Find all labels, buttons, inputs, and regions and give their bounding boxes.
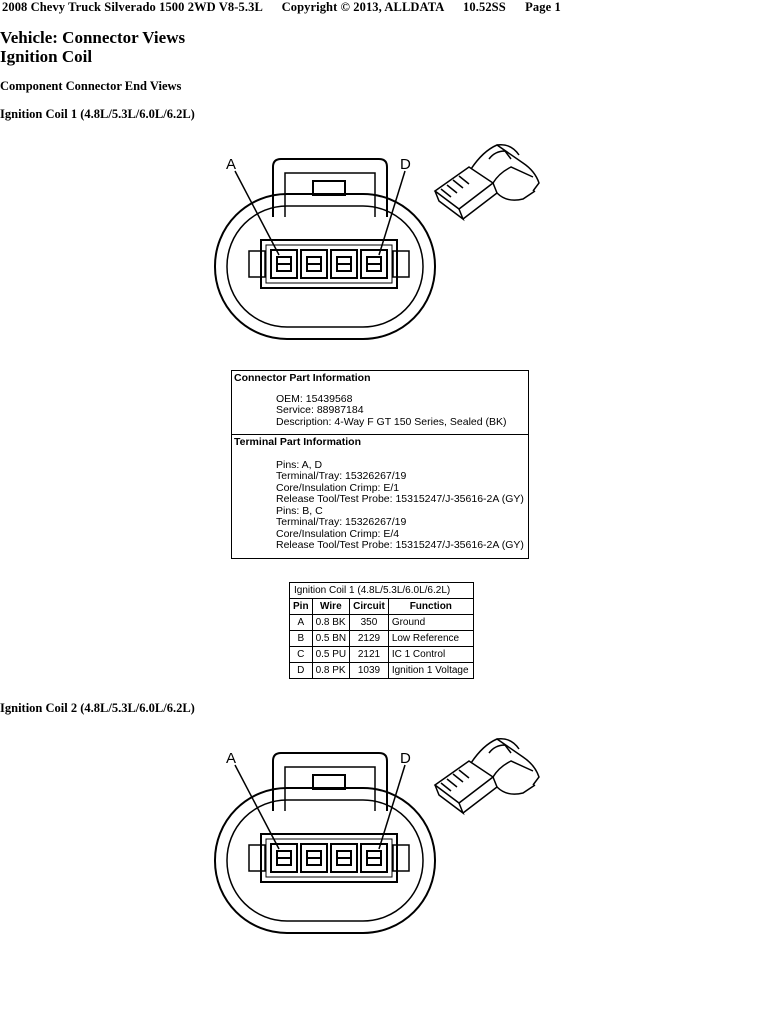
connector-oem: OEM: 15439568: [276, 392, 353, 405]
terminal-part-info: Terminal Part Information Pins: A, D Ter…: [232, 435, 528, 552]
wire-cell: 0.5 PU: [311, 646, 351, 663]
page-header: 2008 Chevy Truck Silverado 1500 2WD V8-5…: [2, 0, 561, 15]
title-vehicle-connector-views: Vehicle: Connector Views: [0, 28, 186, 47]
column-header-pin: Pin: [289, 598, 313, 615]
terminal-line: Terminal/Tray: 15326267/19: [276, 516, 407, 528]
connector-part-info: Connector Part Information OEM: 15439568…: [232, 371, 528, 435]
coil1-connector-diagram: A D: [193, 137, 578, 352]
coil1-title: Ignition Coil 1 (4.8L/5.3L/6.0L/6.2L): [0, 107, 195, 121]
function-cell: Ground: [387, 614, 474, 631]
part-information-box: Connector Part Information OEM: 15439568…: [231, 370, 529, 559]
coil2-title: Ignition Coil 2 (4.8L/5.3L/6.0L/6.2L): [0, 701, 195, 715]
pin-cell: C: [289, 646, 313, 663]
wire-cell: 0.8 PK: [311, 662, 351, 679]
circuit-cell: 2121: [349, 646, 389, 663]
header-copyright: Copyright © 2013, ALLDATA: [281, 0, 444, 14]
pin-cell: B: [289, 630, 313, 647]
coil2-label-d: D: [400, 750, 411, 767]
circuit-cell: 1039: [349, 662, 389, 679]
pin-cell: D: [289, 662, 313, 679]
table-row: D 0.8 PK 1039 Ignition 1 Voltage: [289, 662, 474, 679]
header-vehicle: 2008 Chevy Truck Silverado 1500 2WD V8-5…: [2, 0, 263, 14]
coil1-label-d: D: [400, 156, 411, 173]
title-ignition-coil: Ignition Coil: [0, 47, 93, 66]
terminal-line: Pins: B, C: [276, 504, 323, 517]
terminal-line: Terminal/Tray: 15326267/19: [276, 470, 407, 482]
wire-cell: 0.5 BN: [311, 630, 351, 647]
terminal-line: Core/Insulation Crimp: E/4: [276, 527, 400, 540]
connector-part-info-header: Connector Part Information: [234, 372, 371, 384]
table-row: B 0.5 BN 2129 Low Reference: [289, 630, 474, 647]
function-cell: IC 1 Control: [387, 646, 474, 663]
table-row: A 0.8 BK 350 Ground: [289, 614, 474, 631]
terminal-line: Release Tool/Test Probe: 15315247/J-3561…: [276, 493, 524, 505]
section-title: Component Connector End Views: [0, 79, 182, 93]
column-header-function: Function: [387, 598, 474, 615]
circuit-cell: 350: [349, 614, 389, 631]
circuit-cell: 2129: [349, 630, 389, 647]
column-header-wire: Wire: [311, 598, 351, 615]
table-row: C 0.5 PU 2121 IC 1 Control: [289, 646, 474, 663]
coil2-connector-diagram: A D: [193, 731, 578, 946]
wire-cell: 0.8 BK: [311, 614, 351, 631]
terminal-part-info-header: Terminal Part Information: [234, 436, 361, 448]
pin-table-caption: Ignition Coil 1 (4.8L/5.3L/6.0L/6.2L): [289, 582, 474, 599]
document-title: Vehicle: Connector Views Ignition Coil: [0, 28, 185, 66]
terminal-line: Core/Insulation Crimp: E/1: [276, 481, 400, 494]
function-cell: Low Reference: [387, 630, 474, 647]
coil2-label-a: A: [226, 750, 236, 767]
coil1-label-a: A: [226, 156, 236, 173]
connector-service: Service: 88987184: [276, 404, 364, 416]
pin-cell: A: [289, 614, 313, 631]
function-cell: Ignition 1 Voltage: [387, 662, 474, 679]
connector-description: Description: 4-Way F GT 150 Series, Seal…: [276, 415, 507, 428]
terminal-line: Release Tool/Test Probe: 15315247/J-3561…: [276, 539, 524, 551]
column-header-circuit: Circuit: [349, 598, 389, 615]
terminal-line: Pins: A, D: [276, 458, 323, 471]
pin-function-table: Ignition Coil 1 (4.8L/5.3L/6.0L/6.2L) Pi…: [289, 582, 474, 679]
header-page: Page 1: [525, 0, 561, 14]
header-version: 10.52SS: [463, 0, 506, 14]
pin-table-header-row: Pin Wire Circuit Function: [289, 598, 474, 615]
